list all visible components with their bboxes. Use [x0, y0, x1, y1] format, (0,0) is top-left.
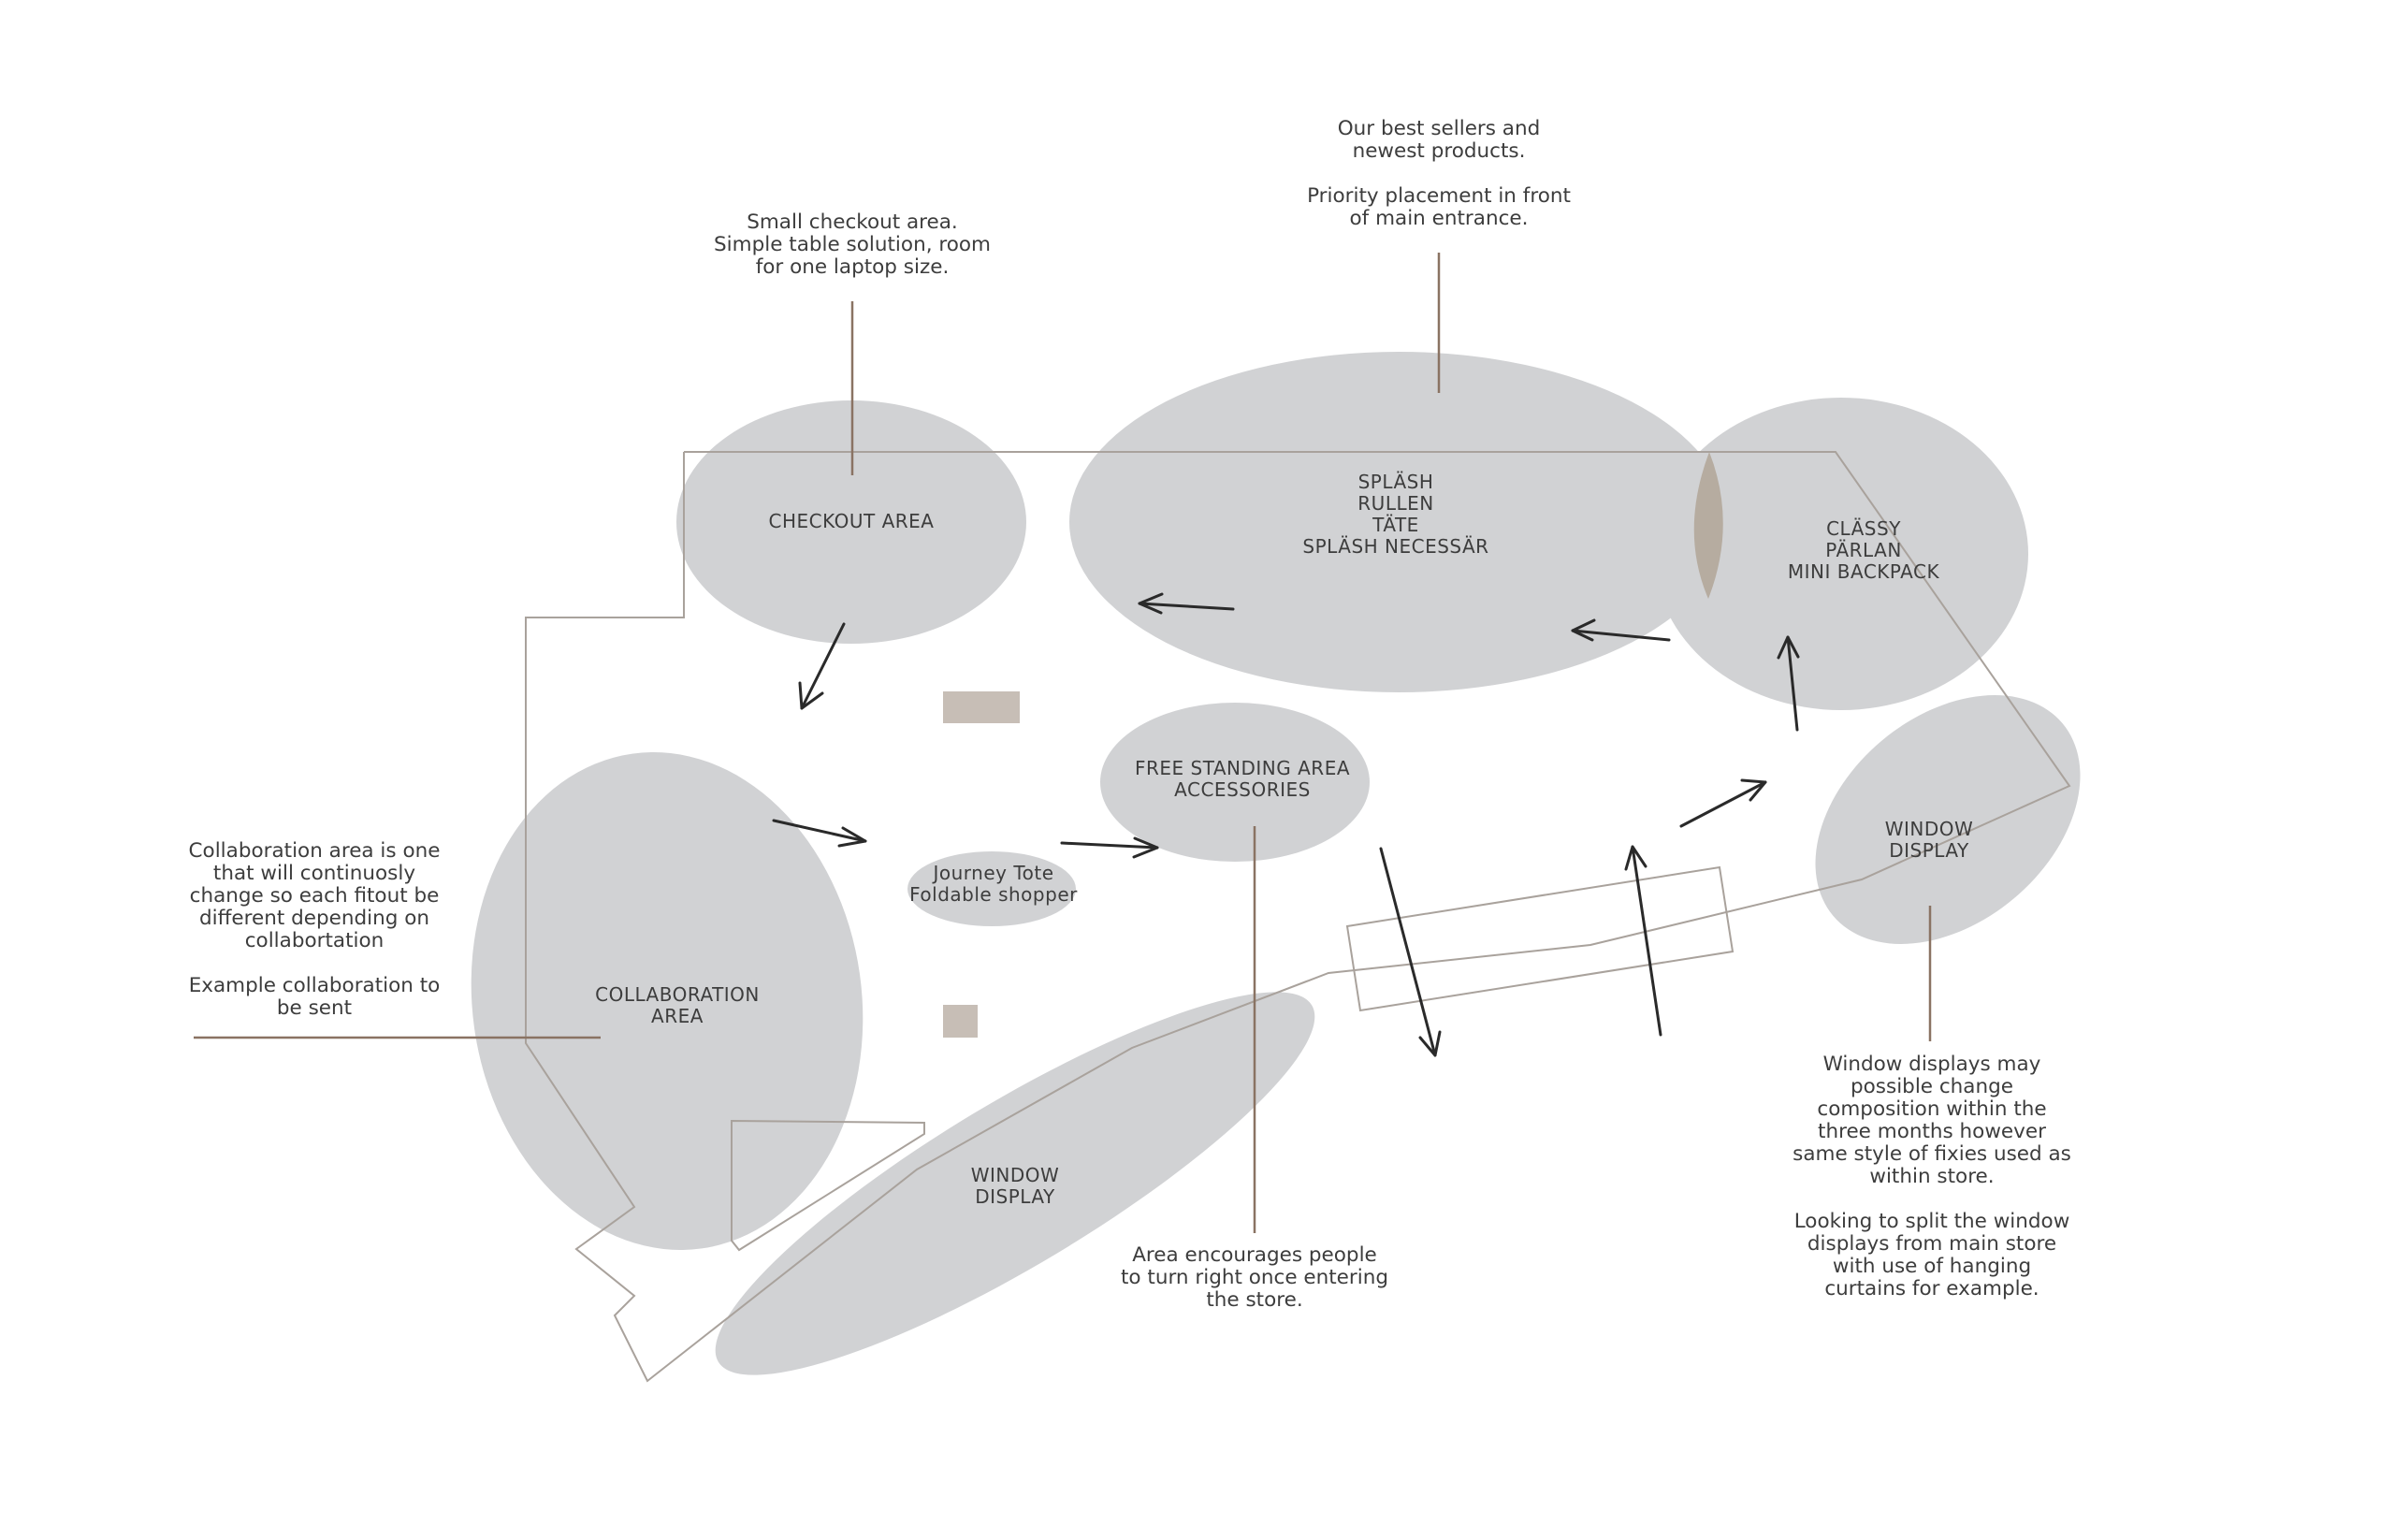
free-standing-zone — [1100, 703, 1370, 862]
collaboration-area-label: COLLABORATION AREA — [595, 983, 760, 1027]
best-sellers-note: Our best sellers and newest products. Pr… — [1307, 117, 1571, 230]
window-displays-note: Window displays may possible change comp… — [1793, 1053, 2071, 1300]
window-display-right-label: WINDOW DISPLAY — [1884, 818, 1974, 862]
flow-arrow — [1571, 618, 1671, 642]
fixture-block — [943, 1005, 978, 1038]
collaboration-note: Collaboration area is one that will cont… — [188, 839, 441, 1020]
flow-arrow — [798, 622, 846, 710]
store-outline — [525, 451, 2071, 1383]
window-display-left-label: WINDOW DISPLAY — [970, 1164, 1060, 1208]
checkout-area-label: CHECKOUT AREA — [768, 510, 935, 532]
counter-outline — [1345, 865, 1735, 1012]
window-display-right-zone — [1815, 695, 2081, 944]
corner-display-zone — [1654, 398, 2028, 710]
flow-arrow — [1138, 592, 1235, 615]
flow-arrow — [1624, 845, 1662, 1037]
flow-arrow — [1777, 635, 1800, 732]
checkout-zone — [676, 400, 1026, 644]
fixture-block — [943, 691, 1020, 723]
free-standing-area-label: FREE STANDING AREA ACCESSORIES — [1134, 757, 1351, 801]
flow-arrow — [772, 819, 867, 848]
bench-outline — [731, 1119, 925, 1252]
journey-tote-label: Journey Tote Foldable shopper — [909, 862, 1078, 906]
main-display-zone — [1069, 352, 1728, 692]
corner-display-label: CLÄSSY PÄRLAN MINI BACKPACK — [1787, 517, 1940, 583]
main-display-label: SPLÄSH RULLEN TÄTE SPLÄSH NECESSÄR — [1302, 471, 1489, 558]
checkout-note: Small checkout area. Simple table soluti… — [714, 211, 991, 279]
flow-arrow — [1060, 836, 1159, 859]
free-standing-note: Area encourages people to turn right onc… — [1120, 1243, 1388, 1312]
zone-overlap — [1693, 452, 1723, 599]
flow-arrow — [1679, 778, 1767, 828]
window-display-left-zone — [715, 992, 1315, 1375]
collaboration-zone — [471, 752, 864, 1250]
journey-tote-zone — [907, 851, 1076, 926]
flow-arrow — [1379, 847, 1442, 1057]
